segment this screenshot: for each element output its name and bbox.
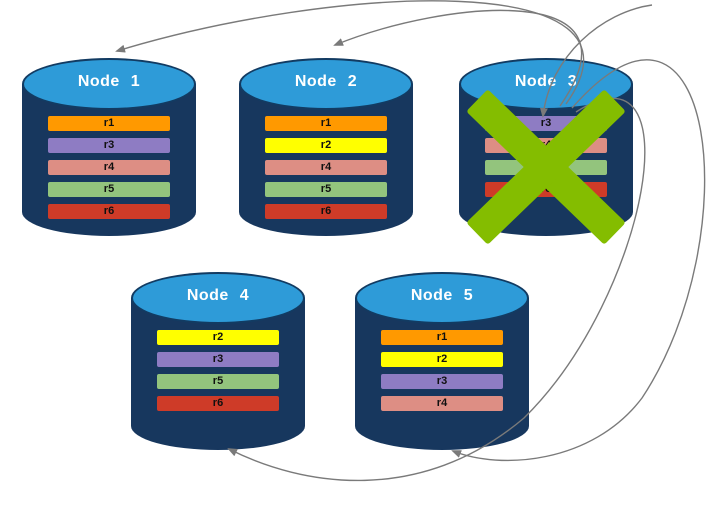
node-5: Node 5 r1 r2 r3 r4 — [355, 272, 529, 450]
replica-bar: r1 — [48, 116, 170, 131]
replica-bar: r5 — [485, 160, 607, 175]
replica-bar: r6 — [485, 182, 607, 197]
node-label: Node 3 — [514, 73, 578, 90]
node-3: Node 3 r3 r4 r5 r6 — [459, 58, 633, 236]
replica-bar: r3 — [381, 374, 503, 389]
node-label: Node 2 — [294, 73, 358, 90]
node-label: Node 4 — [186, 287, 250, 304]
replica-bar: r4 — [381, 396, 503, 411]
replica-bar: r6 — [157, 396, 279, 411]
replica-bar: r2 — [381, 352, 503, 367]
node-1: Node 1 r1 r3 r4 r5 r6 — [22, 58, 196, 236]
replica-bar: r1 — [265, 116, 387, 131]
replica-bar: r5 — [265, 182, 387, 197]
replica-bar: r6 — [265, 204, 387, 219]
replica-bar: r3 — [48, 138, 170, 153]
node-4: Node 4 r2 r3 r5 r6 — [131, 272, 305, 450]
replica-list: r1 r2 r3 r4 — [381, 330, 503, 411]
node-label: Node 5 — [410, 287, 474, 304]
replica-list: r3 r4 r5 r6 — [485, 116, 607, 197]
replica-list: r1 r3 r4 r5 r6 — [48, 116, 170, 219]
replica-bar: r3 — [485, 116, 607, 131]
node-2: Node 2 r1 r2 r4 r5 r6 — [239, 58, 413, 236]
replica-bar: r3 — [157, 352, 279, 367]
replica-list: r2 r3 r5 r6 — [157, 330, 279, 411]
replica-bar: r4 — [48, 160, 170, 175]
node-label: Node 1 — [77, 73, 141, 90]
replica-bar: r2 — [157, 330, 279, 345]
replica-bar: r5 — [48, 182, 170, 197]
replica-bar: r6 — [48, 204, 170, 219]
replica-bar: r5 — [157, 374, 279, 389]
replica-list: r1 r2 r4 r5 r6 — [265, 116, 387, 219]
replica-bar: r4 — [485, 138, 607, 153]
replica-bar: r2 — [265, 138, 387, 153]
replica-bar: r4 — [265, 160, 387, 175]
replica-bar: r1 — [381, 330, 503, 345]
